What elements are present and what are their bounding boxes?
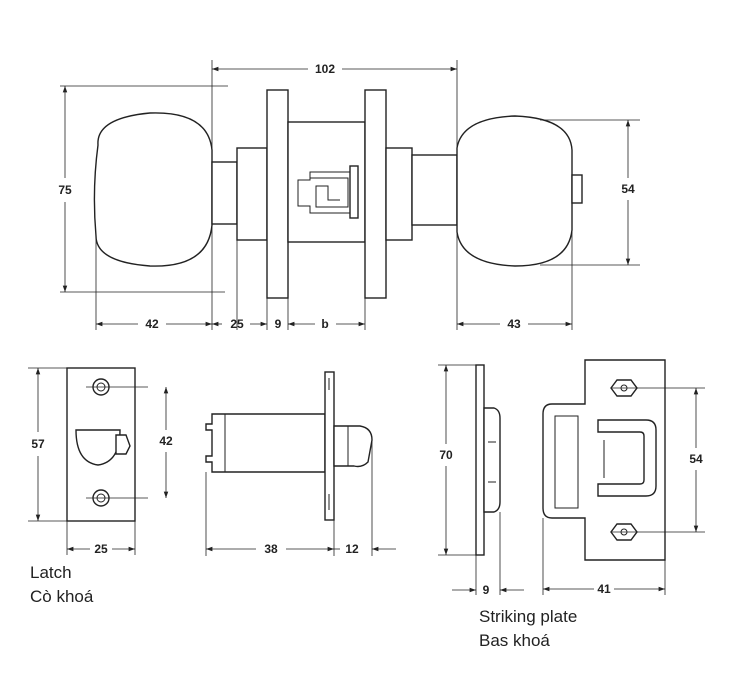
left-neck [211,161,238,225]
dim-overall-length: 102 [315,62,335,76]
turn-button [571,174,583,204]
dim-right-knob-length: 43 [507,317,521,331]
dim-left-knob-length: 42 [145,317,159,331]
latch-caption: Latch [30,563,72,582]
right-knob [456,115,573,267]
strike-side-view: 70 9 Striking plate Bas khoá [438,364,577,650]
strike-box-profile [483,407,501,513]
latch-front-view: 57 42 25 Latch Cò khoá [28,367,173,606]
dim-latch-plate-height: 57 [31,437,45,451]
dim-strike-height: 70 [439,448,453,462]
dim-latch-length: 38 [264,542,278,556]
dim-strike-depth: 9 [483,583,490,597]
dim-latch-hole-spacing: 42 [159,434,173,448]
dim-knob-height: 75 [58,183,72,197]
knob-assembly-view: 102 75 54 42 25 9 b 43 [58,60,640,331]
strike-opening [597,419,657,497]
dim-backset: b [321,317,328,331]
latch-caption-vi: Cò khoá [30,587,94,606]
dim-neck-length: 25 [230,317,244,331]
latch-bolt [333,425,373,468]
dim-latch-bolt: 12 [345,542,359,556]
left-knob [93,112,213,267]
dim-right-knob-height: 54 [621,182,635,196]
left-rose [266,89,289,299]
right-neck [411,154,458,226]
dim-latch-plate-width: 25 [94,542,108,556]
latch-tube [205,413,326,473]
dim-rose-thickness: 9 [275,317,282,331]
strike-caption-vi: Bas khoá [479,631,550,650]
strike-caption: Striking plate [479,607,577,626]
latch-side-view: 38 12 [205,371,396,556]
right-rose [364,89,387,299]
strike-side-plate [475,364,485,556]
strike-front-view: 54 41 [542,359,705,596]
dim-strike-width: 41 [597,582,611,596]
dim-strike-hole-spacing: 54 [689,452,703,466]
